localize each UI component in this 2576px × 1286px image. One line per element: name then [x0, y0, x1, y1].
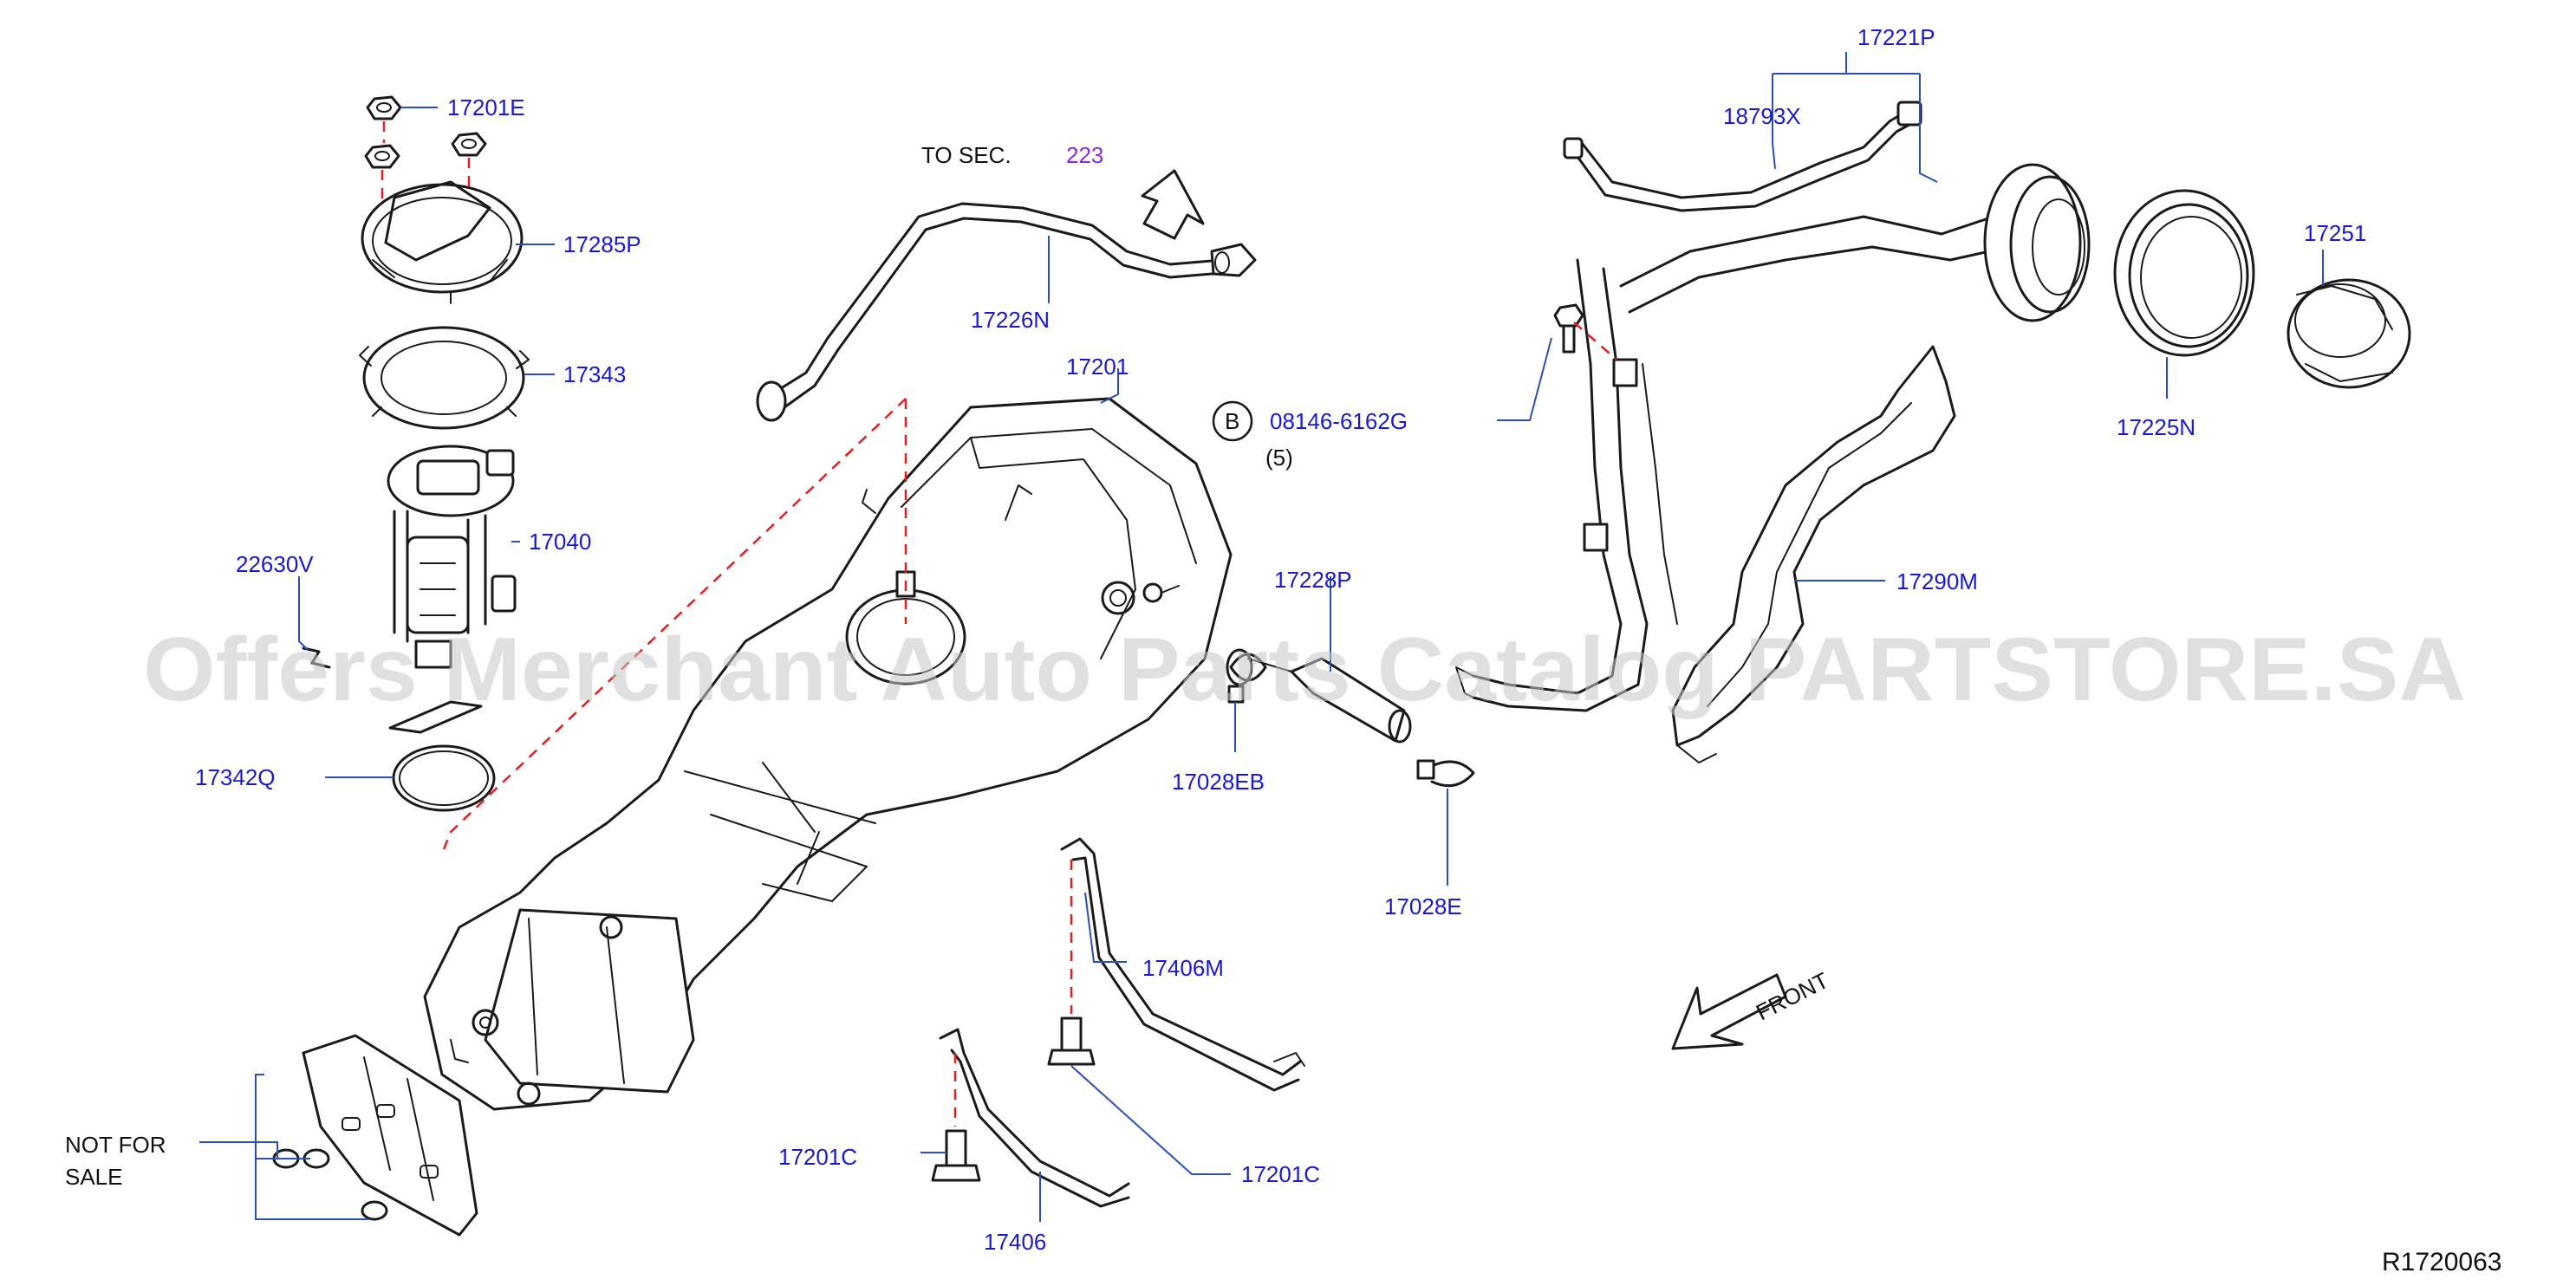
label-not-for: NOT FOR	[65, 1132, 166, 1158]
label-17028e: 17028E	[1384, 893, 1462, 919]
label-17406: 17406	[984, 1229, 1046, 1255]
label-17201: 17201	[1066, 354, 1129, 380]
seal-17225n	[2113, 189, 2255, 357]
label-17251: 17251	[2304, 220, 2366, 246]
label-17028eb: 17028EB	[1172, 769, 1265, 795]
label-front: FRONT	[1752, 967, 1833, 1025]
filler-hose-17228p	[1226, 648, 1412, 744]
label-17228p: 17228P	[1274, 567, 1352, 593]
label-17285p: 17285P	[563, 231, 641, 257]
fuel-pump-17040	[387, 445, 517, 734]
filler-tube-17221p-drawing	[1455, 163, 2091, 712]
label-quantity: (5)	[1265, 445, 1293, 471]
gasket-17342q	[392, 744, 496, 812]
vent-hose-17226n	[756, 202, 1257, 422]
to-section-arrow-icon	[1141, 169, 1205, 240]
label-17343: 17343	[563, 361, 626, 387]
fuel-pump-assembly-drawing	[302, 95, 530, 812]
nut-17201e-top	[366, 95, 402, 120]
fuel-cap-17251	[2287, 278, 2411, 389]
fuel-tank-17201-drawing	[423, 397, 1233, 1111]
label-bolt-letter: B	[1225, 408, 1239, 434]
label-17406m: 17406M	[1142, 955, 1224, 981]
nut-17201e-right	[451, 132, 487, 157]
lock-ring-17285p	[361, 180, 524, 304]
label-to-sec: TO SEC.	[921, 142, 1012, 168]
link-section-223[interactable]: 223	[1066, 142, 1103, 168]
leader-lines	[199, 52, 2324, 1222]
bolt-17201c-left	[931, 1129, 981, 1182]
bolt-08146-6162g	[1553, 303, 1584, 354]
label-17040: 17040	[529, 529, 591, 555]
label-17201c-left: 17201C	[778, 1144, 857, 1170]
label-17221p: 17221P	[1857, 24, 1935, 50]
hose-clamp-17028eb	[1227, 653, 1267, 704]
clip-22630v	[302, 646, 331, 669]
strap-17406m-drawing	[1060, 837, 1305, 1092]
label-17342q: 17342Q	[195, 764, 276, 790]
part-labels: 17201E 17285P 17343 17040 22630V 17342Q …	[65, 24, 2501, 1276]
label-17290m: 17290M	[1896, 568, 1978, 594]
bolt-17201c-right	[1047, 1016, 1096, 1066]
label-17226n: 17226N	[971, 307, 1050, 333]
label-18793x: 18793X	[1723, 103, 1801, 129]
label-17201e: 17201E	[447, 94, 525, 120]
heat-shield-drawing	[272, 1034, 478, 1237]
vent-tube-18793x	[1563, 101, 1922, 212]
watermark: Offers Merchant Auto Parts Catalog PARTS…	[143, 620, 2466, 720]
strap-17406-drawing	[939, 1028, 1130, 1208]
label-17225n: 17225N	[2117, 414, 2195, 440]
plate-17343	[359, 326, 530, 430]
label-08146-6162g: 08146-6162G	[1270, 408, 1408, 434]
label-17201c-right: 17201C	[1241, 1161, 1320, 1187]
nut-17201e-left	[364, 144, 400, 169]
diagram-id: R1720063	[2382, 1248, 2501, 1276]
hose-clamp-17028e	[1416, 759, 1475, 788]
label-22630v: 22630V	[236, 551, 314, 577]
front-arrow-icon	[1671, 973, 1787, 1050]
label-sale: SALE	[65, 1164, 123, 1190]
bolt-callout-circle	[1212, 400, 1253, 442]
filler-cover-17290m	[1671, 345, 1956, 763]
